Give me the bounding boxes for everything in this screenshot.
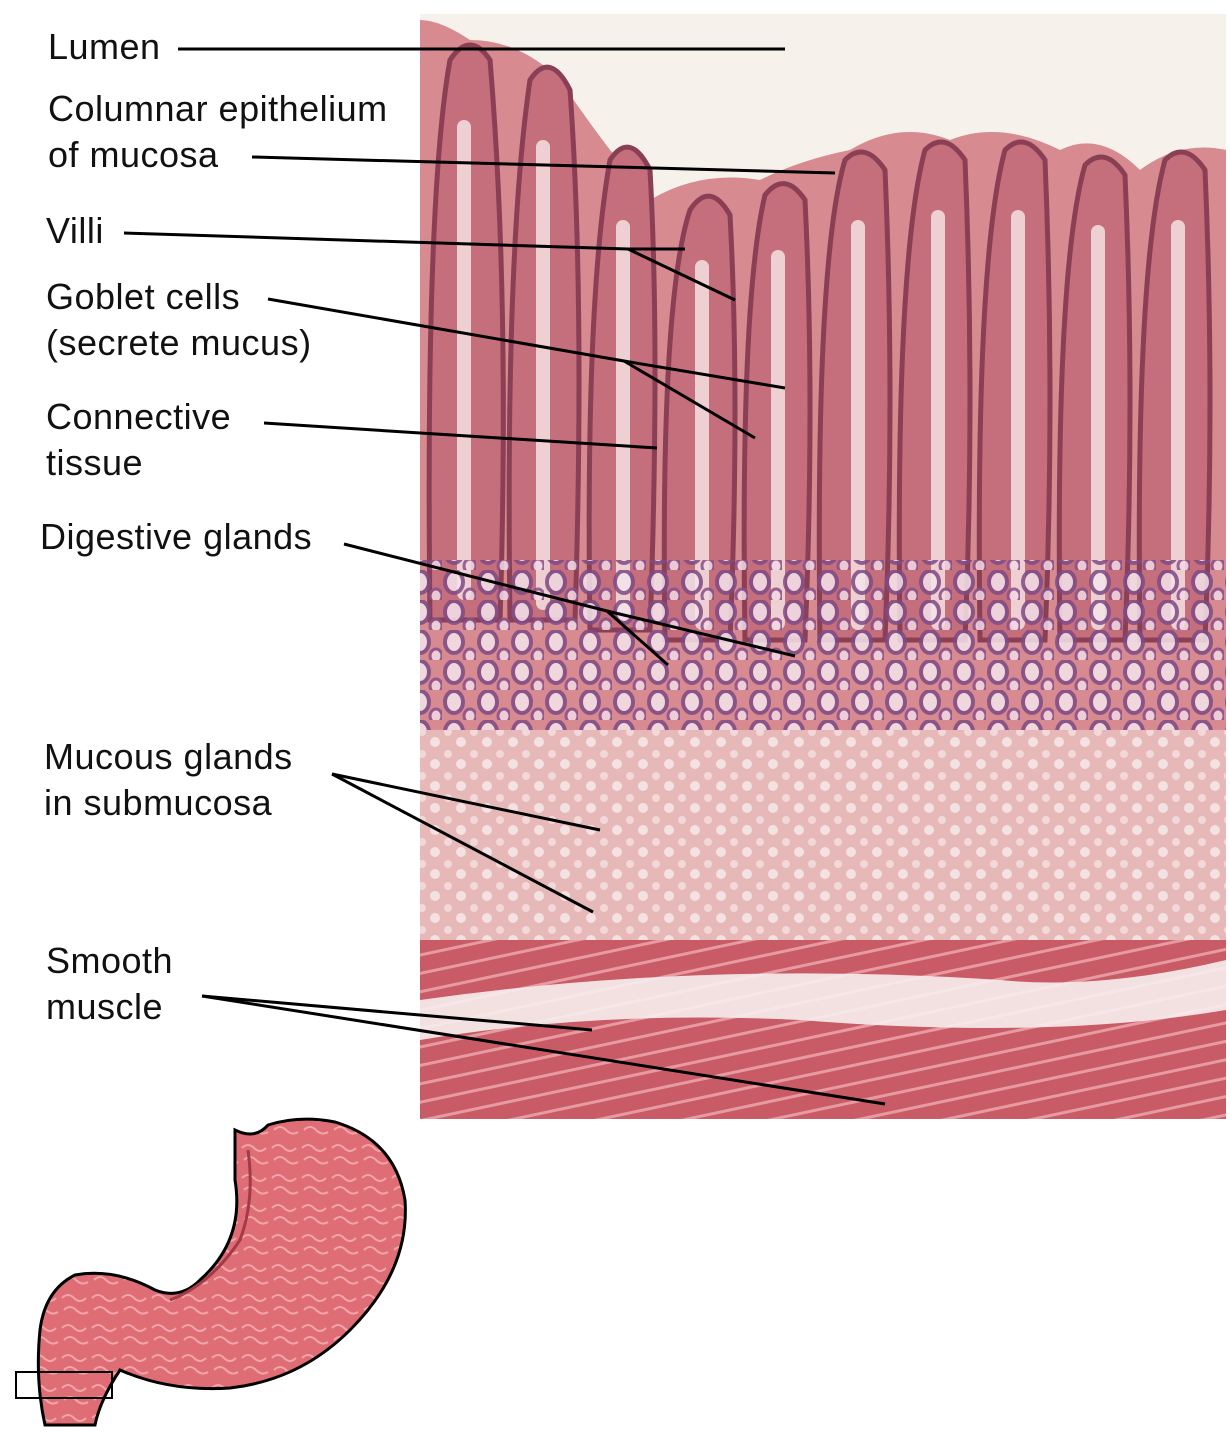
label-digestive-glands: Digestive glands [40,516,313,557]
label-columnar-epithelium-line2: of mucosa [48,134,219,175]
label-connective-tissue-line1: Connective [46,396,232,437]
leader-columnar [251,155,836,175]
label-goblet-cells-line2: (secrete mucus) [46,322,312,363]
label-villi: Villi [46,210,104,251]
leader-mucous [331,772,601,832]
leader-lines [123,47,886,1106]
leader-smooth [201,994,593,1032]
label-goblet-cells-line1: Goblet cells [46,276,241,317]
label-smooth-muscle-line1: Smooth [46,940,174,981]
section-box [15,1371,113,1399]
micrograph [420,14,1226,1119]
digestive-glands-region [420,560,1226,730]
label-connective-tissue-line2: tissue [46,442,144,483]
stomach-illustration [15,1117,407,1427]
label-lumen: Lumen [48,26,161,67]
stomach-outline [36,1117,407,1427]
leader-connective [263,421,658,450]
label-mucous-glands-line1: Mucous glands [44,736,293,777]
label-smooth-muscle-line2: muscle [46,986,164,1027]
label-columnar-epithelium-line1: Columnar epithelium [48,88,388,129]
muscle-region [420,940,1226,1119]
label-mucous-glands-line2: in submucosa [44,782,273,823]
villus-cores [457,120,1185,630]
